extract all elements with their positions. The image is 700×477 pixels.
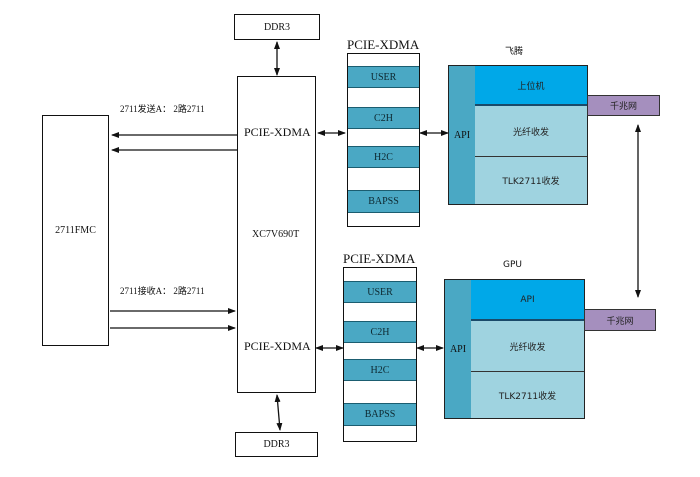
host-upper-top-cell: 上位机 <box>475 66 587 106</box>
host-upper-bot-cell: TLK2711收发 <box>475 157 587 204</box>
arrow-ddr-bottom <box>274 394 283 431</box>
fmc-block: 2711FMC <box>42 115 109 346</box>
ddr3-top-block: DDR3 <box>234 14 320 40</box>
fpga-block <box>237 76 316 393</box>
xdma-lower-seg-c2h: C2H <box>344 321 416 343</box>
xdma-upper-seg-bapss: BAPSS <box>348 190 419 213</box>
ddr3-bottom-label: DDR3 <box>263 439 290 450</box>
host-upper-api-column: API <box>449 66 476 204</box>
xdma-lower-seg-user: USER <box>344 281 416 303</box>
xdma-upper-seg-user: USER <box>348 66 419 88</box>
send-label: 2711发送A： 2路2711 <box>120 104 205 114</box>
host-upper-mid-cell: 光纤收发 <box>475 106 587 157</box>
fpga-pcie-lower-label: PCIE-XDMA <box>244 339 311 353</box>
host-lower-top-cell: API <box>471 280 584 321</box>
host-lower-title: GPU <box>503 260 522 270</box>
host-lower-bot-cell: TLK2711收发 <box>471 372 584 418</box>
xdma-upper-stack: USER C2H H2C BAPSS <box>347 53 420 227</box>
xdma-lower-seg-h2c: H2C <box>344 359 416 381</box>
host-lower-api-column: API <box>445 280 472 418</box>
xdma-lower-stack: USER C2H H2C BAPSS <box>343 267 417 442</box>
host-upper-network-block: 千兆网 <box>587 95 660 116</box>
fpga-pcie-upper-label: PCIE-XDMA <box>244 125 311 139</box>
recv-label: 2711接收A： 2路2711 <box>120 286 205 296</box>
xdma-upper-seg-c2h: C2H <box>348 107 419 129</box>
ddr3-top-label: DDR3 <box>263 21 291 33</box>
fmc-label: 2711FMC <box>55 225 96 236</box>
xdma-upper-title: PCIE-XDMA <box>347 37 420 52</box>
xdma-lower-seg-bapss: BAPSS <box>344 403 416 426</box>
xdma-lower-title: PCIE-XDMA <box>343 251 416 266</box>
host-upper-block: API 上位机 光纤收发 TLK2711收发 <box>448 65 588 205</box>
xdma-upper-seg-h2c: H2C <box>348 146 419 168</box>
host-lower-network-block: 千兆网 <box>584 309 656 331</box>
host-upper-title: 飞腾 <box>505 47 524 57</box>
fpga-chip-label: XC7V690T <box>252 229 300 240</box>
host-lower-block: API API 光纤收发 TLK2711收发 <box>444 279 585 419</box>
host-lower-mid-cell: 光纤收发 <box>471 321 584 372</box>
ddr3-bottom-block: DDR3 <box>235 432 318 457</box>
